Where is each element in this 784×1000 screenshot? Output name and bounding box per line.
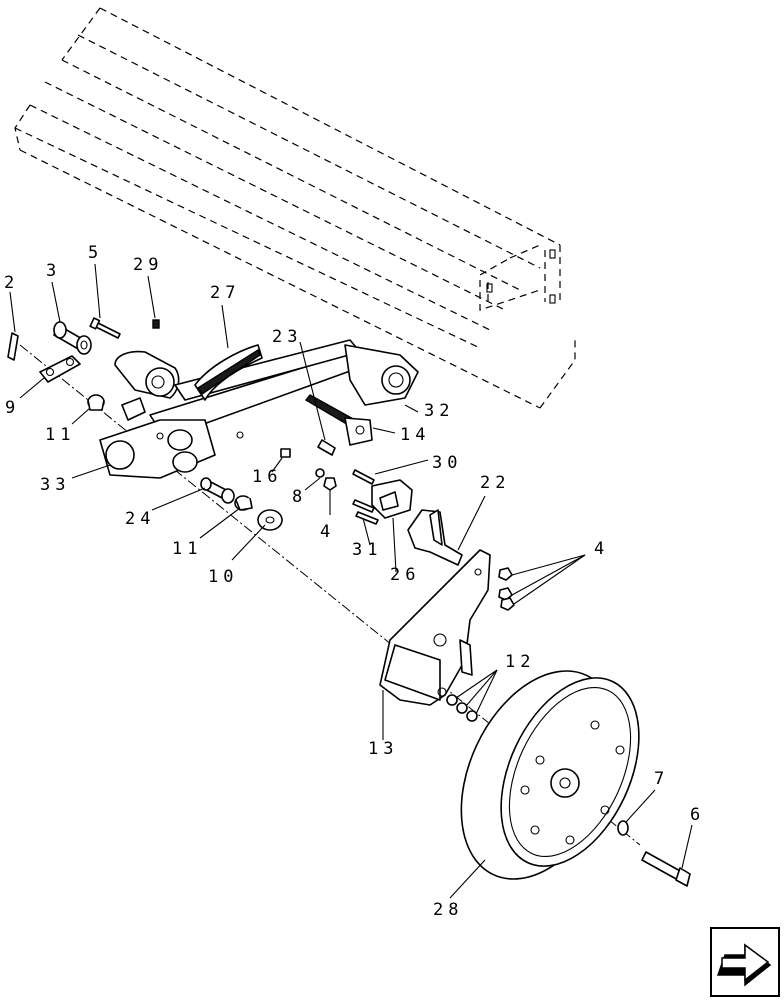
callout-10: 10: [208, 567, 238, 587]
callout-8: 8: [292, 487, 307, 507]
bushing-3: [53, 321, 92, 355]
callout-33: 33: [40, 475, 70, 495]
callout-12: 12: [505, 652, 535, 672]
callout-4-nuts: 4: [594, 539, 609, 559]
leader-lines: [9, 263, 693, 899]
link-32: [304, 394, 373, 446]
callout-labels: 2 3 5 29 27 23 9 11 33 32 14 16 30 8 4 2…: [4, 243, 705, 920]
callout-6: 6: [690, 805, 705, 825]
callout-28: 28: [433, 900, 463, 920]
bushing-11-upper: [87, 394, 105, 411]
pin-23: [317, 439, 336, 456]
bushing-24: [200, 477, 235, 504]
gauge-wheel-28: [460, 670, 640, 880]
set-screw-29: [152, 319, 160, 329]
small-hardware: [280, 448, 337, 491]
washers-12: [446, 694, 478, 722]
main-arm-assembly: [99, 339, 419, 479]
bolt-5: [89, 317, 121, 339]
frame-bar-phantom: [14, 7, 576, 409]
callout-24: 24: [125, 509, 155, 529]
washer-7: [617, 820, 629, 836]
callout-5: 5: [88, 243, 103, 263]
plate-9: [39, 355, 81, 383]
roll-pin: [7, 332, 19, 361]
callout-2: 2: [4, 273, 19, 293]
ratchet-spring-27: [194, 344, 263, 401]
bracket-26: [352, 469, 413, 525]
callout-3: 3: [46, 261, 61, 281]
callout-31: 31: [352, 540, 382, 560]
nuts-4: [498, 567, 515, 611]
callout-30: 30: [432, 453, 462, 473]
callout-26: 26: [390, 565, 420, 585]
callout-29: 29: [133, 255, 163, 275]
callout-13: 13: [368, 739, 398, 759]
bracket-22: [407, 509, 463, 566]
bolt-6: [641, 851, 691, 887]
callout-27: 27: [210, 283, 240, 303]
next-page-arrow-icon[interactable]: [710, 927, 780, 997]
callout-22: 22: [480, 473, 510, 493]
callout-14: 14: [400, 425, 430, 445]
callout-9: 9: [5, 398, 20, 418]
callout-16: 16: [252, 467, 282, 487]
washer-10: [257, 509, 283, 531]
callout-23: 23: [272, 327, 302, 347]
callout-11-upper: 11: [45, 425, 75, 445]
assembly-centerline: [19, 344, 641, 846]
callout-11-lower: 11: [172, 539, 202, 559]
shank-13: [379, 549, 491, 706]
bushing-11-lower: [234, 495, 253, 511]
callout-7: 7: [654, 769, 669, 789]
callout-4-small: 4: [320, 522, 335, 542]
callout-32: 32: [424, 401, 454, 421]
